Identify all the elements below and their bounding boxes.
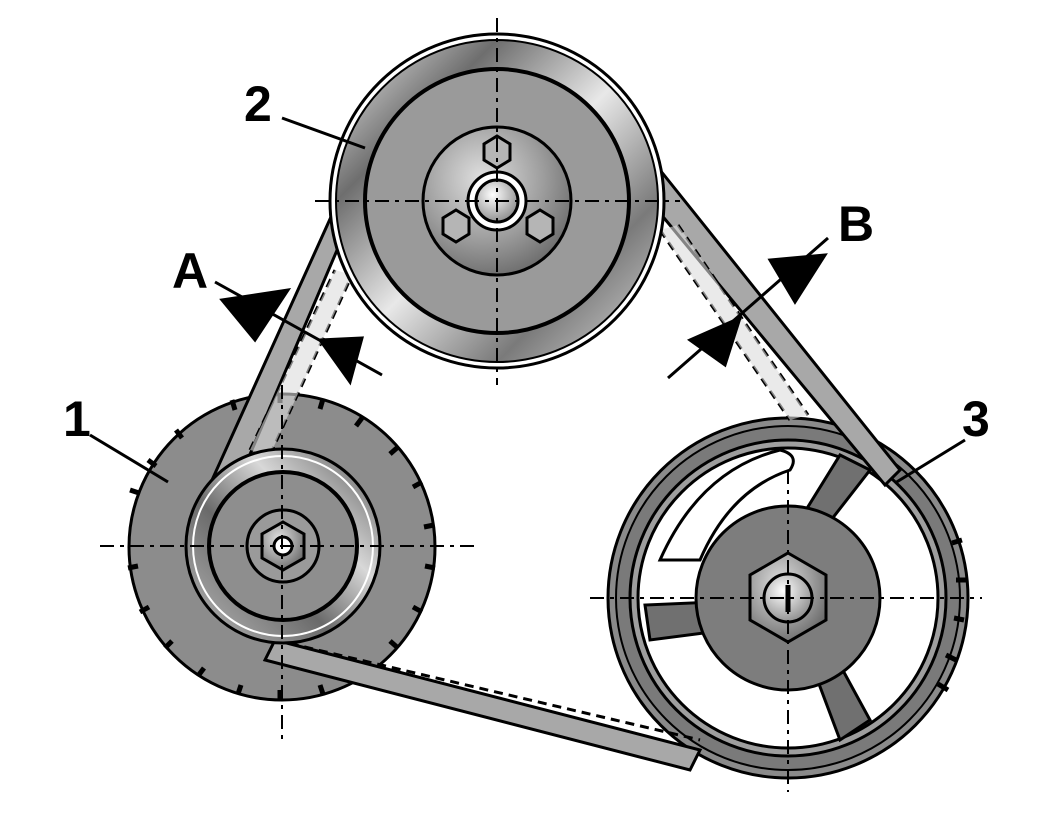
center-lines xyxy=(100,18,982,792)
label-pulley-3: 3 xyxy=(962,391,990,447)
label-deflection-a: A xyxy=(172,243,208,299)
label-pulley-1: 1 xyxy=(63,391,91,447)
label-pulley-2: 2 xyxy=(244,76,272,132)
drive-belt xyxy=(201,167,903,772)
label-deflection-b: B xyxy=(838,196,874,252)
leader-lines xyxy=(89,116,966,485)
